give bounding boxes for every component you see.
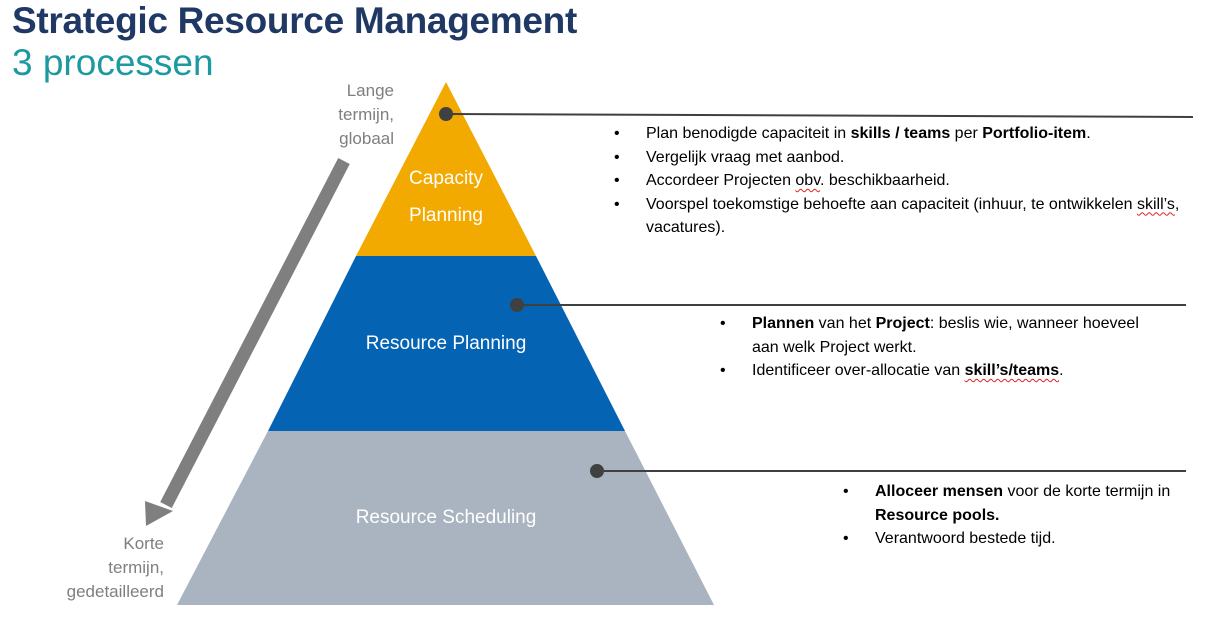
text-run: skill’s xyxy=(1136,195,1175,213)
text-run: obv xyxy=(795,172,821,189)
capacity-planning-bullets: Plan benodigde capaciteit in skills / te… xyxy=(614,122,1204,240)
tier-label-line: Resource Planning xyxy=(365,333,527,354)
bullet-item: Alloceer mensen voor de korte termijn in… xyxy=(843,480,1183,527)
bullet-item: Identificeer over-allocatie van skill’s/… xyxy=(720,359,1160,383)
bold-text: Plannen xyxy=(752,315,815,332)
long-term-label-line: termijn, xyxy=(338,105,394,124)
short-term-label-line: Korte xyxy=(123,534,164,553)
bold-text: skills / teams xyxy=(850,125,951,142)
bullet-item: Plan benodigde capaciteit in skills / te… xyxy=(614,122,1204,146)
connector-dot-resource-planning xyxy=(510,298,524,312)
bullet-item: Accordeer Projecten obv. beschikbaarheid… xyxy=(614,169,1204,193)
text-run: . xyxy=(1059,362,1064,379)
timeline-arrow-shaft xyxy=(160,158,350,508)
short-term-label: Korte termijn, gedetailleerd xyxy=(4,532,164,604)
tier-label-line: Planning xyxy=(409,205,483,226)
tier-label-line: Capacity xyxy=(409,168,483,189)
resource-planning-bullets: Plannen van het Project: beslis wie, wan… xyxy=(720,312,1160,383)
text-run: Plan benodigde capaciteit in xyxy=(646,125,851,142)
text-run: per xyxy=(950,125,983,142)
tier-resource-scheduling xyxy=(177,431,714,605)
long-term-label-line: globaal xyxy=(339,129,394,148)
bold-text: Resource pools. xyxy=(875,506,1000,524)
text-run: Voorspel toekomstige behoefte aan capaci… xyxy=(646,195,1137,213)
bullet-item: Plannen van het Project: beslis wie, wan… xyxy=(720,312,1160,359)
text-run: : beslis wie, wanneer hoeveel aan welk P… xyxy=(752,315,1139,356)
timeline-arrow-head xyxy=(145,501,173,526)
connector-line-capacity xyxy=(445,113,1194,118)
text-run: van het xyxy=(814,315,876,332)
resource-scheduling-bullets: Alloceer mensen voor de korte termijn in… xyxy=(843,480,1183,551)
tier-capacity-planning xyxy=(356,82,536,256)
bold-text: skill’s/teams xyxy=(964,362,1060,379)
bold-text: Portfolio-item xyxy=(982,125,1087,142)
tier-label-line: Resource Scheduling xyxy=(355,507,537,528)
text-run: Accordeer Projecten xyxy=(646,172,796,189)
text-run: Verantwoord bestede tijd. xyxy=(875,530,1056,547)
text-run: Vergelijk vraag met aanbod. xyxy=(646,148,845,166)
tier-resource-planning xyxy=(268,256,625,431)
short-term-label-line: termijn, xyxy=(108,558,164,577)
tier-label-resource-planning: Resource Planning xyxy=(316,325,576,362)
long-term-label: Lange termijn, globaal xyxy=(234,79,394,151)
text-run: Identificeer over-allocatie van xyxy=(752,362,965,379)
text-run: . xyxy=(1086,125,1091,142)
tier-label-capacity-planning: Capacity Planning xyxy=(346,160,546,234)
connector-dot-capacity xyxy=(439,107,453,121)
bold-text: Project xyxy=(875,315,930,332)
tier-label-resource-scheduling: Resource Scheduling xyxy=(296,499,596,536)
text-run: voor de korte termijn in xyxy=(1003,483,1171,500)
bullet-item: Verantwoord bestede tijd. xyxy=(843,527,1183,551)
slide-title: Strategic Resource Management xyxy=(12,0,577,41)
text-run: , vacatures). xyxy=(646,195,1180,237)
bullet-item: Vergelijk vraag met aanbod. xyxy=(614,146,1204,170)
slide-subtitle: 3 processen xyxy=(12,42,214,83)
long-term-label-line: Lange xyxy=(346,81,394,100)
text-run: . beschikbaarheid. xyxy=(820,172,950,189)
connector-dot-resource-scheduling xyxy=(590,464,604,478)
bold-text: Alloceer mensen xyxy=(875,483,1004,500)
short-term-label-line: gedetailleerd xyxy=(66,582,164,601)
bullet-item: Voorspel toekomstige behoefte aan capaci… xyxy=(614,193,1204,240)
